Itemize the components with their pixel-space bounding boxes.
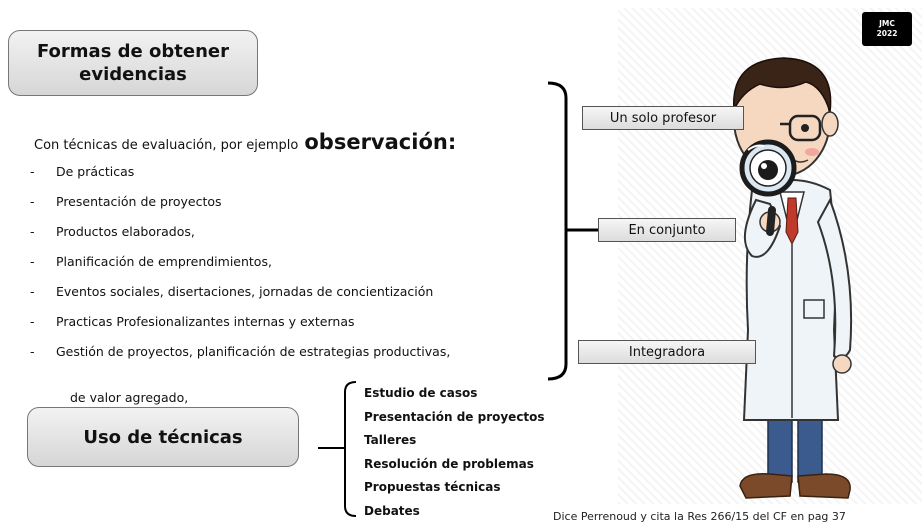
list-item: Resolución de problemas (364, 457, 545, 481)
evaluator-label: Un solo profesor (610, 111, 716, 126)
list-item: Talleres (364, 433, 545, 457)
badge-line-2: 2022 (877, 29, 898, 39)
list-item: Estudio de casos (364, 386, 545, 410)
right-bracket (548, 83, 566, 379)
techniques-list: Estudio de casos Presentación de proyect… (364, 386, 545, 527)
techniques-bracket (345, 382, 356, 516)
evaluator-joint: En conjunto (598, 218, 736, 242)
evaluator-integrative: Integradora (578, 340, 756, 364)
evaluator-label: En conjunto (628, 223, 705, 238)
list-item: Debates (364, 504, 545, 527)
list-item: Presentación de proyectos (364, 410, 545, 434)
evaluator-label: Integradora (629, 345, 705, 360)
professor-illustration (734, 58, 851, 498)
badge-line-1: JMC (879, 19, 895, 29)
evaluator-single-teacher: Un solo profesor (582, 106, 744, 130)
list-item: Propuestas técnicas (364, 480, 545, 504)
citation: Dice Perrenoud y cita la Res 266/15 del … (553, 510, 846, 523)
author-badge: JMC 2022 (862, 12, 912, 46)
